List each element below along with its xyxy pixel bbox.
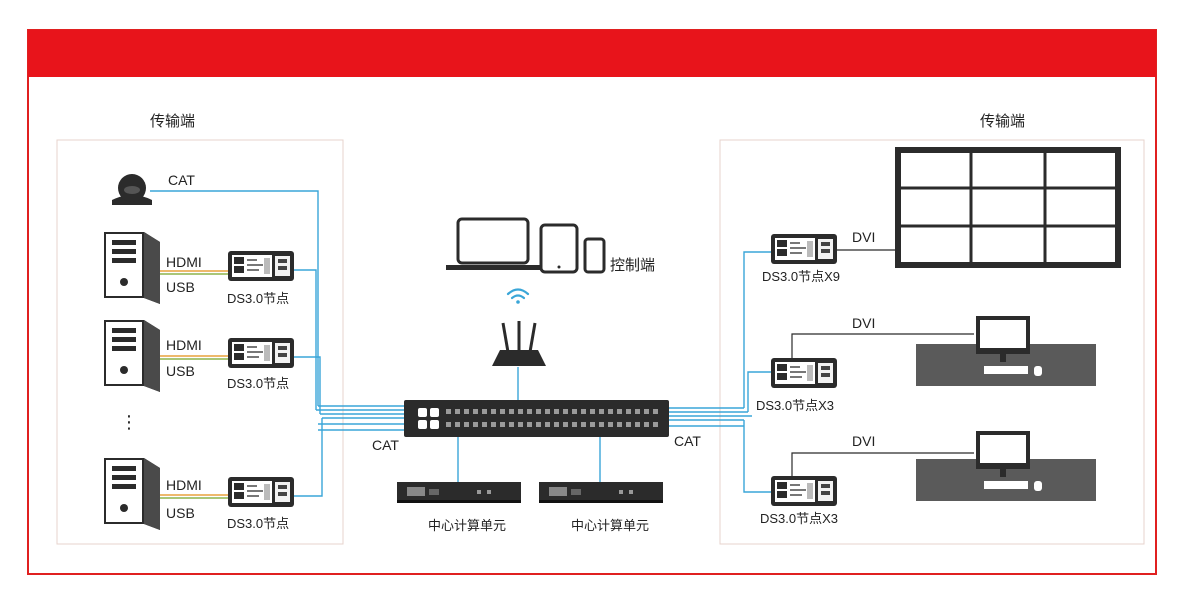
right-panel: 传输端 CAT DS3.0节点X9 DVI (669, 113, 1145, 545)
pc-tower-icon (104, 320, 160, 392)
ds-node-label: DS3.0节点 (227, 291, 289, 306)
camera-link (150, 190, 319, 406)
phone-icon (583, 237, 606, 274)
wifi-icon (506, 288, 530, 304)
ellipsis: ⋮ (120, 412, 138, 432)
source-row-3: HDMI USB DS3.0节点 (104, 418, 323, 531)
dvi-cable (791, 333, 974, 358)
header-bar (28, 30, 1156, 77)
left-trunk-lines (316, 405, 405, 431)
dvi-label: DVI (852, 229, 875, 245)
usb-label: USB (166, 363, 195, 379)
output-link-1 (743, 251, 772, 408)
ds-node-label: DS3.0节点X3 (756, 398, 834, 413)
output-link-3 (743, 420, 772, 493)
row-1-link (294, 269, 317, 410)
camera-icon (112, 174, 152, 205)
camera-cable-label: CAT (168, 172, 195, 188)
right-trunk-label: CAT (674, 433, 701, 449)
right-trunk-lines (669, 407, 752, 427)
control-label: 控制端 (610, 257, 655, 274)
video-wall-icon (895, 147, 1121, 268)
pc-tower-icon (104, 232, 160, 304)
left-trunk-label: CAT (372, 437, 399, 453)
ds-node-device (228, 251, 294, 281)
ds-node-device (228, 477, 294, 507)
ds-node-device (771, 234, 837, 264)
ds-node-device (771, 476, 837, 506)
hdmi-label: HDMI (166, 477, 202, 493)
center-section: 控制端 (397, 217, 669, 533)
compute-unit-device (539, 482, 663, 503)
pc-tower-icon (104, 458, 160, 530)
right-panel-title: 传输端 (980, 113, 1025, 130)
output-row-2: DS3.0节点X3 DVI (756, 315, 1096, 413)
row-2-link (294, 356, 321, 414)
ds-node-label: DS3.0节点 (227, 376, 289, 391)
source-row-2: HDMI USB DS3.0节点 (104, 320, 321, 414)
left-panel: 传输端 CAT HDMI USB DS3.0节点 HDMI USB (56, 113, 405, 545)
dvi-label: DVI (852, 433, 875, 449)
row-3-link (294, 418, 323, 497)
dvi-label: DVI (852, 315, 875, 331)
source-row-1: HDMI USB DS3.0节点 (104, 232, 317, 410)
ds-node-label: DS3.0节点 (227, 516, 289, 531)
output-row-3: DS3.0节点X3 DVI (760, 431, 1096, 526)
left-panel-border (56, 139, 344, 545)
network-switch-icon (404, 400, 669, 437)
compute-unit-label: 中心计算单元 (571, 518, 649, 533)
right-panel-border (719, 139, 1145, 545)
router-icon (492, 321, 546, 366)
ds-node-label: DS3.0节点X3 (760, 511, 838, 526)
ds-node-device (228, 338, 294, 368)
ds-node-device (771, 358, 837, 388)
left-panel-title: 传输端 (150, 113, 195, 130)
laptop-icon (446, 217, 540, 270)
ds-node-label: DS3.0节点X9 (762, 269, 840, 284)
dvi-cable (791, 452, 974, 476)
output-row-1: DS3.0节点X9 DVI (762, 147, 1121, 284)
hdmi-label: HDMI (166, 337, 202, 353)
compute-unit-label: 中心计算单元 (428, 518, 506, 533)
usb-label: USB (166, 279, 195, 295)
compute-unit-device (397, 482, 521, 503)
output-link-2 (747, 371, 772, 412)
usb-label: USB (166, 505, 195, 521)
hdmi-label: HDMI (166, 254, 202, 270)
tablet-icon (539, 223, 579, 274)
